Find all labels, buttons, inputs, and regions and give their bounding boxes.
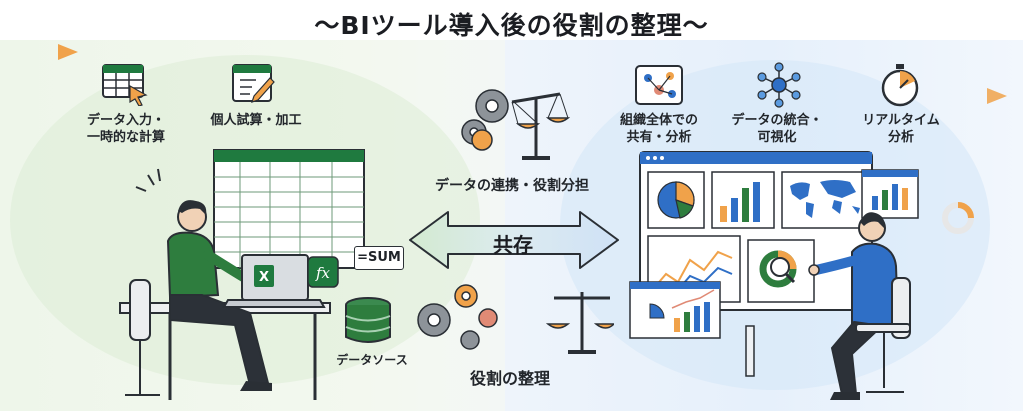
data-hub-icon — [757, 62, 801, 108]
world-map-icon — [790, 180, 860, 218]
right-item-1-line-2: 共有・分析 — [626, 130, 692, 145]
spreadsheet-window — [213, 149, 365, 269]
stopwatch-icon — [881, 64, 919, 107]
center-top-label: データの連携・役割分担 — [435, 178, 589, 194]
left-item-1-label: データ入力・ 一時的な計算 — [72, 112, 180, 146]
left-item-2-line-1: 個人試算・加工 — [210, 113, 302, 128]
left-item-1-line-2: 一時的な計算 — [86, 130, 165, 145]
coexist-label: 共存 — [493, 233, 533, 257]
spreadsheet-cursor-icon — [100, 62, 150, 106]
right-item-1-label: 組織全体での 共有・分析 — [604, 112, 714, 146]
left-item-1-line-1: データ入力・ — [86, 113, 165, 128]
page-title: 〜BIツール導入後の役割の整理〜 — [314, 11, 709, 40]
left-scene: X fx — [119, 149, 391, 400]
database-icon — [345, 297, 391, 343]
pencil-document-icon — [230, 62, 276, 106]
right-scene — [629, 151, 919, 400]
orange-triangle-decoration-right — [987, 88, 1007, 104]
ring-decoration — [942, 202, 974, 234]
bar-chart-icon — [720, 182, 760, 222]
datasource-label: データソース — [336, 353, 408, 367]
pie-chart-icon — [657, 181, 695, 219]
sum-formula-box: =SUM — [354, 246, 404, 270]
right-item-2-label: データの統合・ 可視化 — [722, 112, 832, 146]
center-bottom-label: 役割の整理 — [469, 369, 550, 388]
gears-scale-top-icon — [461, 89, 571, 160]
right-item-3-line-2: 分析 — [887, 130, 914, 145]
right-item-2-line-2: 可視化 — [757, 130, 797, 145]
right-item-2-line-1: データの統合・ — [731, 113, 823, 128]
excel-logo-icon: X — [259, 270, 269, 285]
right-item-1-line-1: 組織全体での — [619, 113, 698, 128]
left-item-2-label: 個人試算・加工 — [196, 112, 316, 129]
gears-scale-bottom-icon — [417, 284, 614, 354]
right-item-3-label: リアルタイム 分析 — [846, 112, 956, 146]
double-arrow — [409, 211, 619, 269]
orange-triangle-decoration — [58, 44, 78, 60]
right-item-3-line-1: リアルタイム — [862, 113, 940, 128]
function-fx-icon: fx — [315, 264, 331, 282]
network-people-icon — [635, 65, 683, 105]
